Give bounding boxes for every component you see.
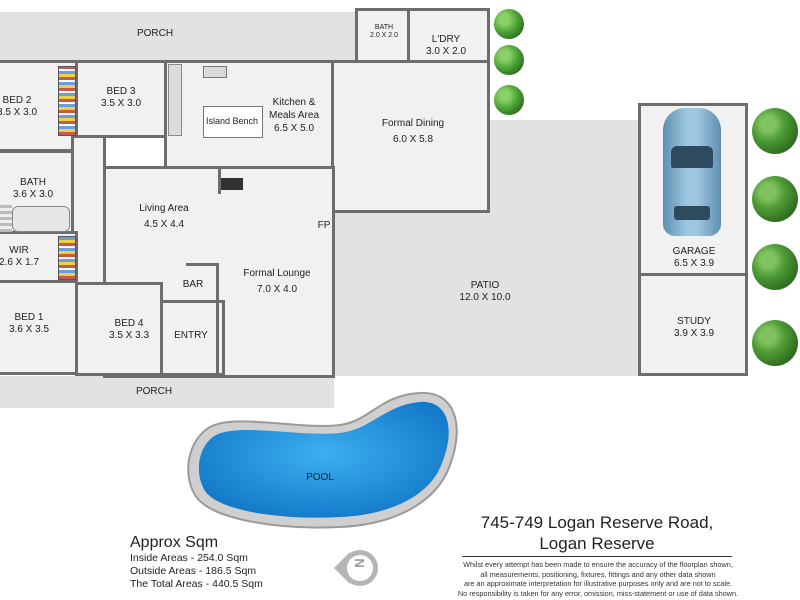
- bath-name: BATH: [20, 177, 46, 188]
- sink-icon: [203, 66, 227, 78]
- bath-small-size: 2.0 X 2.0: [369, 32, 399, 39]
- pool-label: POOL: [306, 472, 334, 483]
- garage-size: 6.5 X 3.9: [673, 258, 715, 269]
- bed3-name: BED 3: [106, 86, 136, 97]
- bed2-size: 3.5 X 3.0: [0, 107, 38, 118]
- bed1-name: BED 1: [14, 312, 44, 323]
- entry-label: ENTRY: [174, 330, 208, 341]
- bathtub-icon: [12, 206, 70, 232]
- area-inside: Inside Areas - 254.0 Sqm: [130, 552, 248, 564]
- dining-size: 6.0 X 5.8: [392, 134, 434, 145]
- kitchen-name2: Meals Area: [268, 110, 320, 121]
- wall-bar: [186, 263, 218, 266]
- wir-label: WIR 2.6 X 1.7: [0, 245, 48, 269]
- study-label: STUDY 3.9 X 3.9: [658, 316, 730, 340]
- dining-name: Formal Dining: [381, 118, 445, 129]
- area-summary: Approx Sqm Inside Areas - 254.0 Sqm Outs…: [130, 534, 330, 591]
- bath-tiles: [0, 204, 12, 232]
- bed3-size: 3.5 X 3.0: [100, 98, 142, 109]
- pool: [187, 391, 458, 529]
- shrub-icon: [494, 45, 524, 75]
- area-title: Approx Sqm: [130, 534, 219, 551]
- address-line2: Logan Reserve: [539, 534, 655, 553]
- bed4-room: [75, 282, 163, 376]
- island-bench-label: Island Bench: [205, 116, 259, 126]
- tree-icon: [752, 320, 798, 366]
- porch-bottom-label: PORCH: [135, 386, 173, 397]
- disclaimer: Whilst every attempt has been made to en…: [456, 560, 740, 598]
- compass-label: N: [352, 558, 367, 568]
- address-line1: 745-749 Logan Reserve Road,: [480, 513, 714, 532]
- disclaimer-line: all measurements, positioning, fixtures,…: [480, 569, 716, 579]
- area-total: The Total Areas - 440.5 Sqm: [130, 578, 263, 590]
- patio-size: 12.0 X 10.0: [459, 292, 511, 303]
- living-name: Living Area: [139, 203, 189, 214]
- bed3-room: [75, 60, 167, 138]
- bath-small-name: BATH: [374, 24, 394, 31]
- patio-label: PATIO 12.0 X 10.0: [445, 280, 525, 304]
- car-rear-window: [674, 206, 710, 220]
- bed4-size: 3.5 X 3.3: [108, 330, 150, 341]
- garage-label: GARAGE 6.5 X 3.9: [658, 246, 730, 270]
- disclaimer-line: are an approximate interpretation for il…: [463, 579, 733, 588]
- study-name: STUDY: [677, 316, 711, 327]
- bed2-label: BED 2 3.5 X 3.0: [0, 95, 52, 119]
- dining-room: [331, 60, 490, 213]
- disclaimer-rule: [462, 556, 732, 557]
- porch-top-label: PORCH: [136, 28, 174, 39]
- lounge-size: 7.0 X 4.0: [256, 284, 298, 295]
- wardrobe-wir: [58, 236, 76, 280]
- patio-name: PATIO: [470, 280, 500, 291]
- entry-room: [160, 300, 225, 376]
- living-label: Living Area 4.5 X 4.4: [128, 201, 200, 233]
- porch-bottom: [0, 376, 334, 408]
- kitchen-name: Kitchen &: [272, 97, 316, 108]
- bed4-label: BED 4 3.5 X 3.3: [94, 318, 164, 342]
- dining-label: Formal Dining 6.0 X 5.8: [370, 116, 456, 148]
- laundry-room: [407, 8, 490, 63]
- car-windscreen: [671, 146, 713, 168]
- living-size: 4.5 X 4.4: [143, 219, 185, 230]
- shrub-icon: [494, 85, 524, 115]
- bed1-size: 3.6 X 3.5: [8, 324, 50, 335]
- bath-label: BATH 3.6 X 3.0: [2, 177, 64, 201]
- bath-size: 3.6 X 3.0: [12, 189, 54, 200]
- bed4-name: BED 4: [114, 318, 144, 329]
- compass-icon: [334, 550, 378, 586]
- bed1-label: BED 1 3.6 X 3.5: [0, 312, 64, 336]
- wir-size: 2.6 X 1.7: [0, 257, 40, 268]
- kitchen-label: Kitchen & Meals Area 6.5 X 5.0: [258, 96, 330, 135]
- laundry-label: L'DRY 3.0 X 2.0: [412, 34, 480, 58]
- disclaimer-line: Whilst every attempt has been made to en…: [463, 560, 733, 569]
- study-room: [638, 273, 748, 376]
- area-outside: Outside Areas - 186.5 Sqm: [130, 565, 257, 577]
- wall-bar-v: [216, 263, 219, 375]
- tree-icon: [752, 244, 798, 290]
- porch-top: [0, 12, 355, 60]
- wir-name: WIR: [9, 245, 29, 256]
- fp-label: FP: [317, 220, 331, 231]
- bar-label: BAR: [182, 279, 204, 290]
- fireplace-icon: [221, 178, 243, 190]
- study-size: 3.9 X 3.9: [673, 328, 715, 339]
- laundry-name: L'DRY: [431, 34, 461, 45]
- laundry-size: 3.0 X 2.0: [425, 46, 467, 57]
- disclaimer-line: No responsibility is taken for any error…: [457, 588, 739, 598]
- bed2-name: BED 2: [2, 95, 32, 106]
- tree-icon: [752, 108, 798, 154]
- lounge-name: Formal Lounge: [243, 268, 311, 279]
- kitchen-size: 6.5 X 5.0: [273, 123, 315, 134]
- island-bench: [203, 106, 263, 138]
- address: 745-749 Logan Reserve Road, Logan Reserv…: [462, 512, 732, 554]
- wall-living-top: [218, 166, 221, 194]
- garage-name: GARAGE: [672, 246, 716, 257]
- bath-small-label: BATH 2.0 X 2.0: [358, 24, 410, 40]
- bed3-label: BED 3 3.5 X 3.0: [86, 86, 156, 110]
- lounge-label: Formal Lounge 7.0 X 4.0: [232, 266, 322, 298]
- kitchen-bench: [168, 64, 182, 136]
- shrub-icon: [494, 9, 524, 39]
- tree-icon: [752, 176, 798, 222]
- wardrobe-bed2: [58, 66, 76, 136]
